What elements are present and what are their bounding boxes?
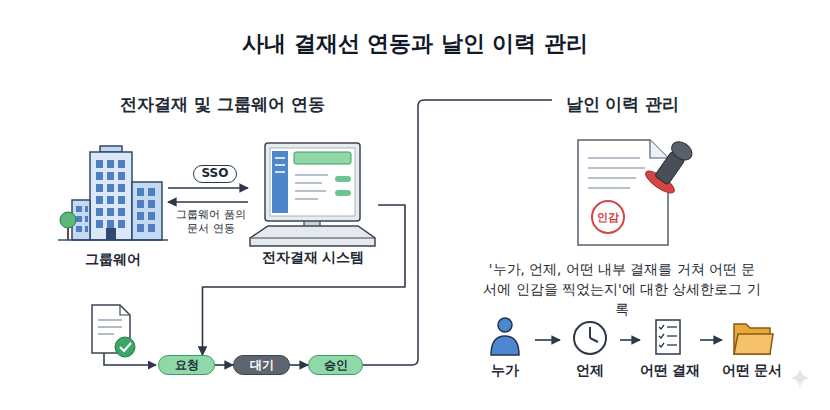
monitor-icon	[275, 157, 285, 159]
building-icon	[90, 152, 132, 240]
checklist-icon	[667, 326, 677, 327]
seal-stamp: 인감	[590, 199, 626, 235]
connector-arrow	[168, 201, 248, 203]
log-item: 어떤 결재	[640, 313, 700, 385]
monitor-icon	[250, 143, 375, 246]
document-check-icon	[120, 343, 131, 351]
node-label: 어떤 문서	[702, 362, 802, 379]
node-label: 그룹웨어	[38, 251, 188, 268]
stamped-document-icon	[668, 138, 695, 164]
checklist-icon	[656, 320, 680, 354]
edge-label: 그룹웨어 품의 문서 연동	[172, 208, 250, 236]
monitor-icon	[275, 164, 285, 166]
note-text: '누가, 언제, 어떤 내부 결재를 거쳐 어떤 문서에 인감을 찍었는지'에 …	[482, 259, 762, 319]
person-icon	[491, 318, 519, 355]
protocol-pill: SSO	[193, 165, 237, 183]
node-label: 요청	[175, 358, 199, 372]
node-label: 어떤 결재	[620, 362, 720, 379]
building-icon	[106, 228, 116, 240]
building-icon	[58, 146, 168, 240]
checklist-icon	[659, 343, 664, 347]
document-check-icon	[98, 326, 122, 328]
folder-icon	[734, 334, 773, 354]
node-label: 대기	[250, 358, 274, 372]
node-label: 누가	[455, 362, 555, 379]
person-icon	[491, 336, 519, 355]
watermark-star	[790, 368, 810, 388]
diagram-title: 사내 결재선 연동과 날인 이력 관리	[0, 30, 830, 58]
log-item: 누가	[475, 313, 535, 385]
checklist-icon	[659, 334, 664, 338]
system-node: 그룹웨어	[58, 145, 168, 270]
monitor-icon	[294, 152, 351, 164]
section-heading: 전자결재 및 그룹웨어 연동	[95, 92, 350, 117]
section-heading: 날인 이력 관리	[535, 92, 710, 117]
building-icon	[137, 188, 157, 232]
status-pill: 승인	[308, 355, 363, 375]
document-check-icon	[120, 305, 130, 315]
monitor-icon	[250, 226, 375, 246]
stamped-document-icon	[588, 157, 640, 159]
document-check-icon	[98, 319, 122, 321]
leader-line	[363, 100, 552, 365]
monitor-icon	[272, 151, 288, 213]
node-label: 승인	[324, 358, 348, 372]
system-node: 전자결재 시스템	[248, 138, 378, 268]
document-check-icon	[98, 333, 114, 335]
connector-arrow	[290, 364, 308, 366]
connector-arrow	[700, 339, 722, 341]
clock-icon	[574, 322, 606, 354]
stamped-document-icon	[578, 135, 700, 245]
stamped-document-icon	[578, 140, 668, 245]
monitor-icon	[295, 190, 326, 192]
monitor-icon	[250, 238, 375, 239]
checklist-icon	[667, 344, 677, 345]
stamped-document-icon	[588, 167, 645, 169]
monitor-icon	[295, 182, 322, 184]
stamped-document-icon	[650, 140, 668, 158]
monitor-icon	[270, 148, 355, 216]
log-item: 언제	[560, 313, 620, 385]
leader-line	[104, 353, 156, 365]
clock-icon	[589, 327, 591, 338]
connector-arrow	[535, 339, 560, 341]
clock-icon	[590, 338, 598, 342]
building-icon	[100, 146, 122, 152]
checklist-icon	[656, 320, 680, 354]
stamped-document-icon	[588, 177, 636, 179]
monitor-icon	[335, 176, 351, 182]
folder-icon	[734, 324, 773, 354]
checklist-icon	[667, 335, 677, 336]
stamp-label: 인감	[590, 211, 626, 224]
building-icon	[60, 212, 76, 228]
building-icon	[132, 182, 162, 240]
person-icon	[498, 318, 512, 332]
building-icon	[76, 206, 88, 234]
connector-arrow	[168, 187, 248, 189]
stamped-document-icon	[643, 135, 701, 197]
monitor-icon	[295, 174, 328, 176]
monitor-icon	[275, 171, 285, 173]
monitor-icon	[295, 198, 318, 200]
monitor-icon	[335, 190, 351, 196]
clock-icon	[574, 322, 606, 354]
document-check-icon	[92, 305, 135, 357]
status-pill: 요청	[158, 355, 215, 375]
node-label: 전자결재 시스템	[228, 249, 398, 266]
connector-arrow	[620, 339, 640, 341]
status-pill: 대기	[233, 355, 290, 375]
checklist-icon	[659, 325, 664, 329]
document-check-icon	[115, 337, 135, 357]
building-icon	[58, 239, 168, 241]
monitor-icon	[265, 143, 360, 221]
node-label: 언제	[540, 362, 640, 379]
log-item: 어떤 문서	[722, 313, 782, 385]
stamped-document-icon	[588, 187, 630, 189]
building-icon	[96, 160, 125, 228]
connector-arrow	[215, 364, 233, 366]
